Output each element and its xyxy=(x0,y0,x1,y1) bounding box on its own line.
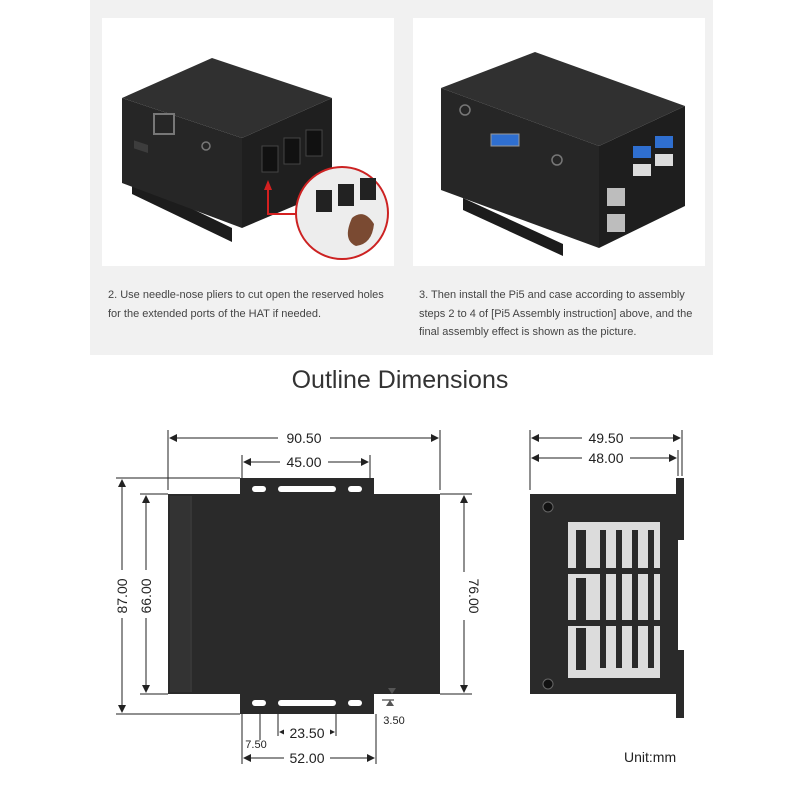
dim-bottom-mount: 52.00 xyxy=(289,750,324,766)
side-view xyxy=(530,478,684,718)
dim-side-inner: 48.00 xyxy=(588,450,623,466)
section-title: Outline Dimensions xyxy=(291,366,509,394)
dim-top-width: 90.50 xyxy=(286,430,321,446)
unit-label: Unit:mm xyxy=(624,749,677,765)
step2-photo xyxy=(102,18,394,266)
step2-caption: 2. Use needle-nose pliers to cut open th… xyxy=(108,289,384,320)
step3-photo xyxy=(413,18,705,266)
dim-bottom-offset: 7.50 xyxy=(245,739,266,751)
dim-top-mount: 45.00 xyxy=(286,454,321,470)
case-isometric-photo xyxy=(122,58,389,260)
case-assembled-photo xyxy=(441,52,685,256)
dim-side-outer: 49.50 xyxy=(588,430,623,446)
dim-height-right: 76.00 xyxy=(466,578,482,613)
step3-caption: 3. Then install the Pi5 and case accordi… xyxy=(419,289,693,338)
dim-bottom-edge: 3.50 xyxy=(383,715,404,727)
dim-bottom-inner: 23.50 xyxy=(289,725,324,741)
front-view xyxy=(168,478,440,714)
dim-height-inner: 66.00 xyxy=(138,578,154,613)
dim-height-outer: 87.00 xyxy=(114,578,130,613)
